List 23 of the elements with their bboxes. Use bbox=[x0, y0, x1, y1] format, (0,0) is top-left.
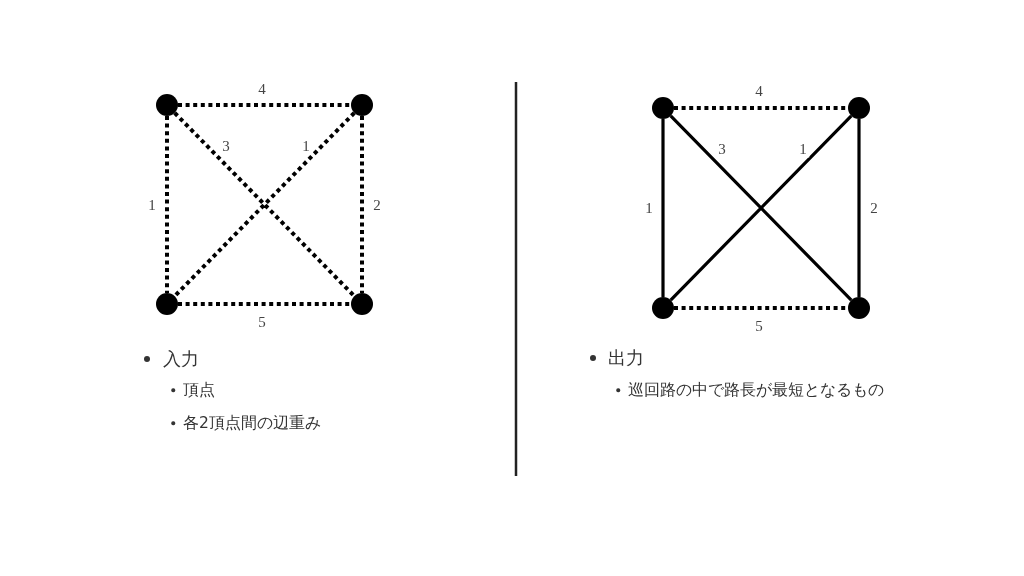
vertical-dotted-edge bbox=[360, 116, 364, 293]
vertex-dot bbox=[156, 94, 178, 116]
vertical-edge-line bbox=[661, 119, 665, 297]
list-item: 巡回路の中で路長が最短となるもの bbox=[628, 380, 884, 400]
horizontal-dotted-edge bbox=[674, 106, 848, 110]
list-item: 頂点 bbox=[183, 380, 215, 400]
vertical-dotted-edge bbox=[165, 116, 169, 293]
vertex-dot bbox=[848, 97, 870, 119]
vertex-dot bbox=[351, 293, 373, 315]
crossing-diagonal-edge-lines bbox=[669, 114, 853, 302]
vertex-dot bbox=[156, 293, 178, 315]
vertex-dot bbox=[652, 97, 674, 119]
horizontal-dotted-edge bbox=[178, 302, 351, 306]
vertex-dot bbox=[652, 297, 674, 319]
horizontal-dotted-edge bbox=[674, 306, 848, 310]
list-heading: 出力 bbox=[608, 347, 644, 369]
vertex-dot bbox=[848, 297, 870, 319]
vertical-edge-line bbox=[857, 119, 861, 297]
list-item: 各2頂点間の辺重み bbox=[183, 413, 321, 433]
crossing-diagonal-dotted-edges bbox=[172, 110, 357, 299]
vertex-dot bbox=[351, 94, 373, 116]
horizontal-dotted-edge bbox=[178, 103, 351, 107]
list-heading: 入力 bbox=[163, 348, 199, 370]
